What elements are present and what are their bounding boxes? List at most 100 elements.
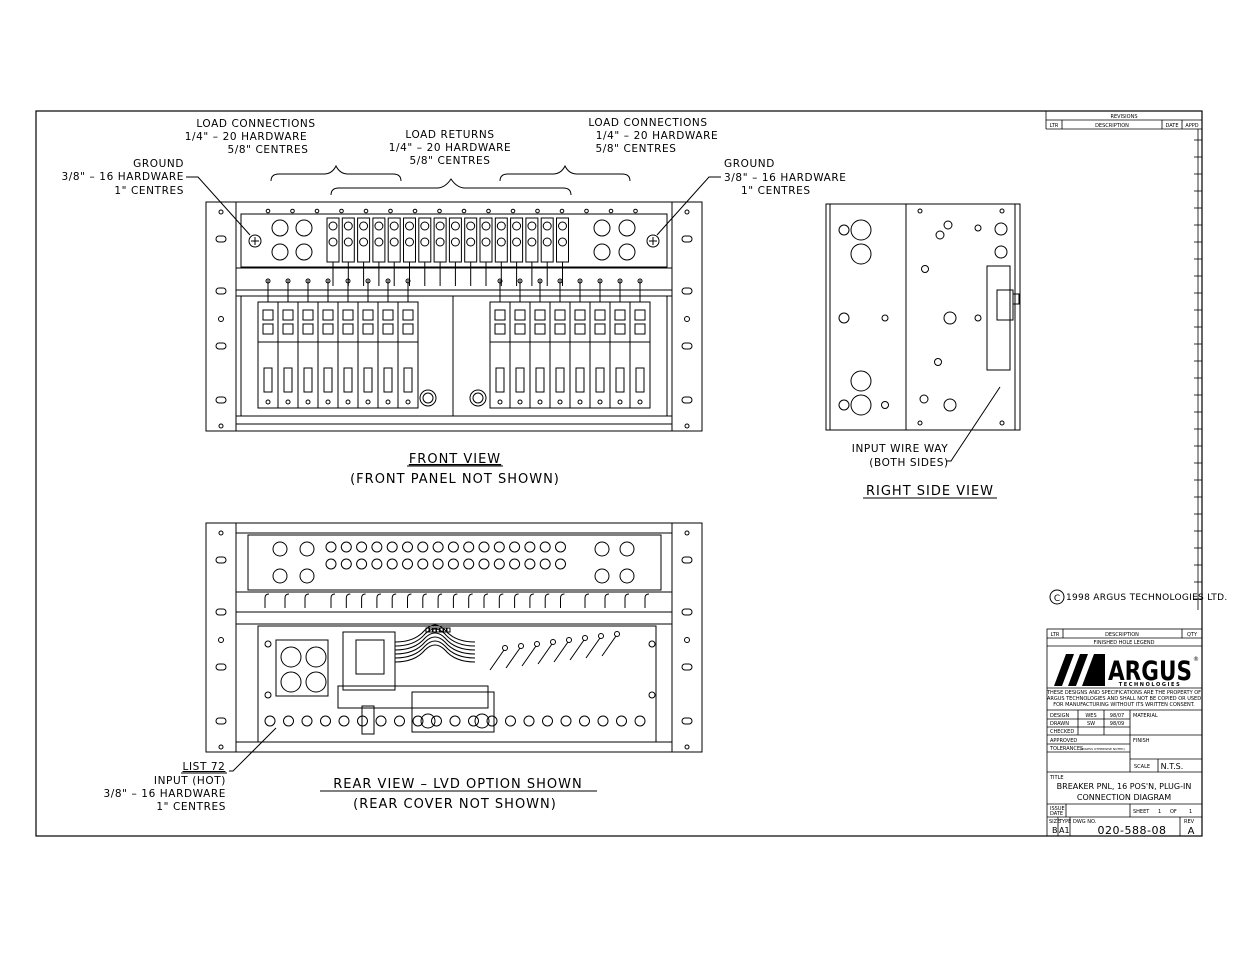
rack-slot (681, 663, 693, 671)
front-ground-stud-left (248, 234, 262, 248)
side-mount-hole (881, 401, 889, 409)
breaker-terminal-block (549, 301, 571, 343)
front-terminals (265, 208, 638, 286)
rack-slot (215, 396, 227, 404)
load-connection-terminal (295, 243, 313, 261)
plug-in-breaker (397, 341, 419, 409)
breaker-terminal (614, 309, 626, 321)
rear-terminal (272, 568, 288, 584)
rear-mount-hole (560, 715, 572, 727)
rear-terminal-plate (247, 534, 662, 591)
rack-slot (681, 235, 693, 243)
breaker-indicator (497, 399, 503, 405)
sense-wire-end (518, 643, 524, 649)
breaker-indicator (385, 399, 391, 405)
legend-col-qty: QTY (1187, 632, 1198, 638)
rear-mount-hole (394, 715, 405, 727)
front-view-title: FRONT VIEW (409, 452, 501, 467)
panel-screw (535, 208, 540, 214)
breaker-terminal (382, 309, 394, 321)
scale-label: SCALE (1134, 764, 1150, 770)
rear-view-title: REAR VIEW – LVD OPTION SHOWN (333, 777, 583, 792)
front-ground-right-line3: 1" CENTRES (741, 185, 811, 197)
side-mount-hole (999, 208, 1005, 214)
plug-in-breaker (337, 341, 359, 409)
revisions-col-description: DESCRIPTION (1095, 123, 1129, 129)
rear-mount-hole (523, 715, 535, 727)
rack-slot (215, 717, 227, 725)
side-mount-hole (917, 208, 923, 214)
drawing-title-line2: CONNECTION DIAGRAM (1077, 793, 1171, 802)
panel-screw (486, 208, 491, 214)
checked-label: CHECKED (1050, 729, 1074, 735)
plug-in-breaker (529, 341, 551, 409)
rear-hardware (474, 713, 490, 729)
breaker-indicator (617, 399, 623, 405)
sense-wire (585, 637, 601, 659)
rack-mount-hole (684, 316, 690, 322)
side-mount-hole (935, 230, 945, 240)
breaker-indicator (577, 399, 583, 405)
rear-mount-hole (579, 715, 590, 727)
size-value: B (1052, 826, 1058, 835)
rear-return-terminal (402, 558, 413, 570)
breaker-terminal-block (609, 301, 631, 343)
breaker-handle (343, 367, 353, 393)
rear-wires (394, 624, 620, 671)
breaker-terminal-block (357, 301, 379, 343)
rear-return-hook (498, 593, 504, 608)
rear-return-terminal (539, 558, 551, 570)
rack-mount-hole (684, 637, 690, 643)
plug-in-breaker (589, 341, 611, 409)
rear-return-terminal (524, 558, 536, 570)
breaker-indicator (345, 399, 351, 405)
rear-return-hook (437, 593, 443, 608)
input-stud (305, 646, 327, 668)
rack-mount-hole (684, 744, 690, 750)
breaker-handle (363, 367, 373, 393)
breaker-wire-end (577, 278, 583, 284)
breaker-terminal-block (257, 301, 279, 343)
front-terminal-plate (240, 213, 668, 268)
breaker-wire-end (497, 278, 503, 284)
side-mount-hole (974, 314, 982, 322)
side-mount-hole (838, 224, 850, 236)
rear-note-leader (229, 727, 277, 772)
lvd-wire (394, 636, 476, 655)
load-return-terminal (542, 221, 552, 231)
rack-slot (681, 342, 693, 350)
front-ground-left-line3: 1" CENTRES (114, 185, 184, 197)
plug-in-breaker (609, 341, 631, 409)
side-mount-hole (994, 245, 1008, 259)
approved-label: APPROVED (1050, 738, 1077, 744)
plug-in-breaker (377, 341, 399, 409)
drawing-border (35, 110, 1203, 837)
load-return-terminal (343, 237, 353, 247)
front-view: LOAD CONNECTIONS 1/4" – 20 HARDWARE 5/8"… (61, 117, 845, 487)
rear-view-subtitle: (REAR COVER NOT SHOWN) (353, 797, 557, 812)
rear-mount-hole (301, 715, 313, 727)
connector-pin (436, 627, 440, 633)
rack-mount-hole (218, 209, 224, 215)
panel-screw (363, 208, 369, 214)
breaker-wire-end (385, 278, 391, 284)
breaker-terminal (342, 323, 354, 335)
side-chassis (825, 203, 1021, 431)
rear-mount-hole (468, 715, 479, 727)
side-mount-hole (850, 394, 872, 416)
load-connection-terminal (593, 243, 611, 261)
rear-return-terminal (463, 541, 475, 553)
breaker-handle (535, 367, 545, 393)
breaker-indicator (365, 399, 371, 405)
breaker-handle (263, 367, 273, 393)
breaker-wire-end (617, 278, 623, 284)
rear-return-terminal (402, 541, 413, 553)
rear-hardware (648, 691, 656, 699)
rack-slot (215, 235, 227, 243)
breaker-handle (515, 367, 525, 393)
panel-screw (584, 208, 589, 214)
rear-rack-ear-left (205, 522, 237, 753)
sense-wire-end (598, 633, 604, 639)
load-return-terminal (374, 221, 384, 231)
rear-terminal (619, 541, 635, 557)
